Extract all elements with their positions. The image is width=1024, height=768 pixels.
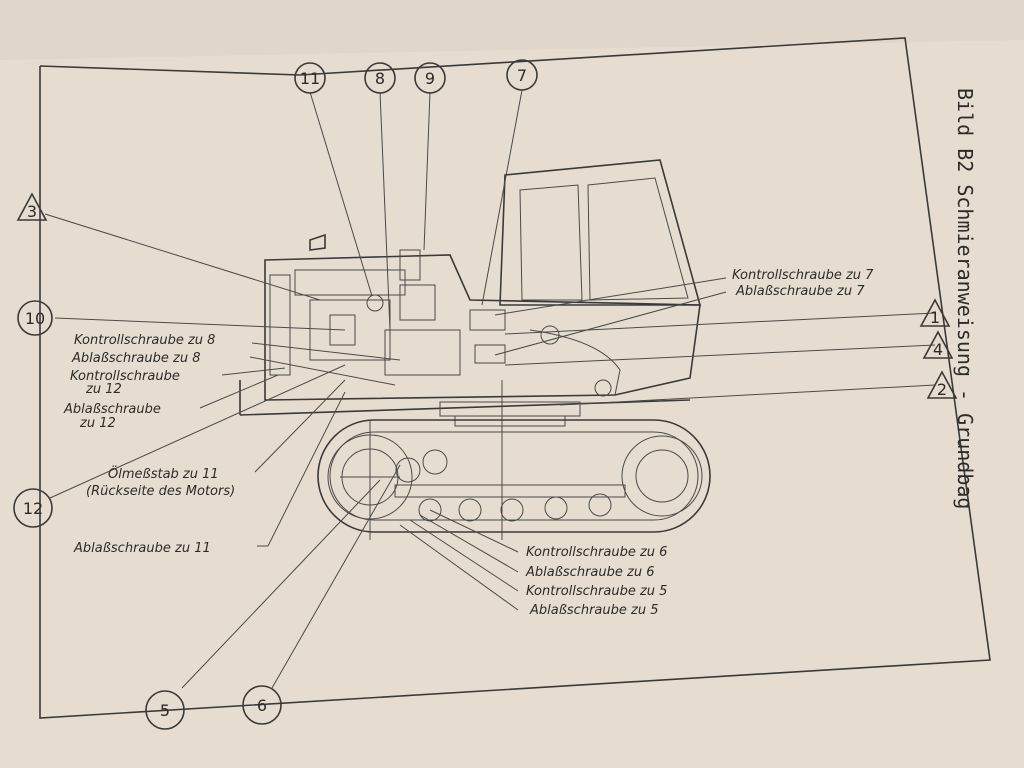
label-ablass-12-line2: zu 12 <box>79 416 116 431</box>
label-ablass-5: Ablaßschraube zu 5 <box>529 603 658 618</box>
callout-8: 8 <box>364 62 396 94</box>
triangle-4-label: 4 <box>933 340 943 359</box>
label-kontroll-12-line1: Kontrollschraube <box>70 369 180 384</box>
leader-lines <box>44 89 936 689</box>
label-ablass-11: Ablaßschraube zu 11 <box>73 541 211 556</box>
triangle-1-label: 1 <box>930 308 940 327</box>
label-kontroll-6: Kontrollschraube zu 6 <box>526 545 667 560</box>
label-ablass-7: Ablaßschraube zu 7 <box>735 284 865 299</box>
label-kontroll-5: Kontrollschraube zu 5 <box>526 584 667 599</box>
excavator-drawing <box>239 159 711 540</box>
callout-5: 5 <box>145 690 185 730</box>
callout-12-label: 12 <box>23 499 43 518</box>
callout-8-label: 8 <box>375 69 385 88</box>
callout-10-label: 10 <box>25 309 45 328</box>
triangle-callout-3: 3 <box>16 192 48 221</box>
label-oelmessstab-line2: (Rückseite des Motors) <box>86 484 235 499</box>
callout-7: 7 <box>506 59 538 91</box>
callout-9-label: 9 <box>425 69 435 88</box>
triangle-callout-1: 1 <box>919 298 951 327</box>
label-kontroll-8: Kontrollschraube zu 8 <box>74 333 215 348</box>
callout-6: 6 <box>242 685 282 725</box>
callout-11-label: 11 <box>300 69 320 88</box>
label-oelmessstab-line1: Ölmeßstab zu 11 <box>108 465 219 482</box>
label-ablass-12-line1: Ablaßschraube <box>63 402 161 417</box>
triangle-2-label: 2 <box>937 380 947 399</box>
label-ablass-8: Ablaßschraube zu 8 <box>71 351 200 366</box>
figure-title: Bild B2 Schmieranweisung - Grundbag <box>953 88 977 509</box>
label-kontroll-12-line2: zu 12 <box>85 382 122 397</box>
callout-6-label: 6 <box>257 696 267 715</box>
callout-11: 11 <box>294 62 326 94</box>
callout-9: 9 <box>414 62 446 94</box>
triangle-callout-4: 4 <box>922 330 954 359</box>
label-kontroll-7: Kontrollschraube zu 7 <box>732 268 874 283</box>
label-ablass-6: Ablaßschraube zu 6 <box>525 565 654 580</box>
triangle-callout-2: 2 <box>926 370 958 399</box>
callout-5-label: 5 <box>160 701 170 720</box>
callout-12: 12 <box>13 488 53 528</box>
triangle-3-label: 3 <box>27 202 37 221</box>
callout-10: 10 <box>17 300 53 336</box>
callout-7-label: 7 <box>517 66 527 85</box>
